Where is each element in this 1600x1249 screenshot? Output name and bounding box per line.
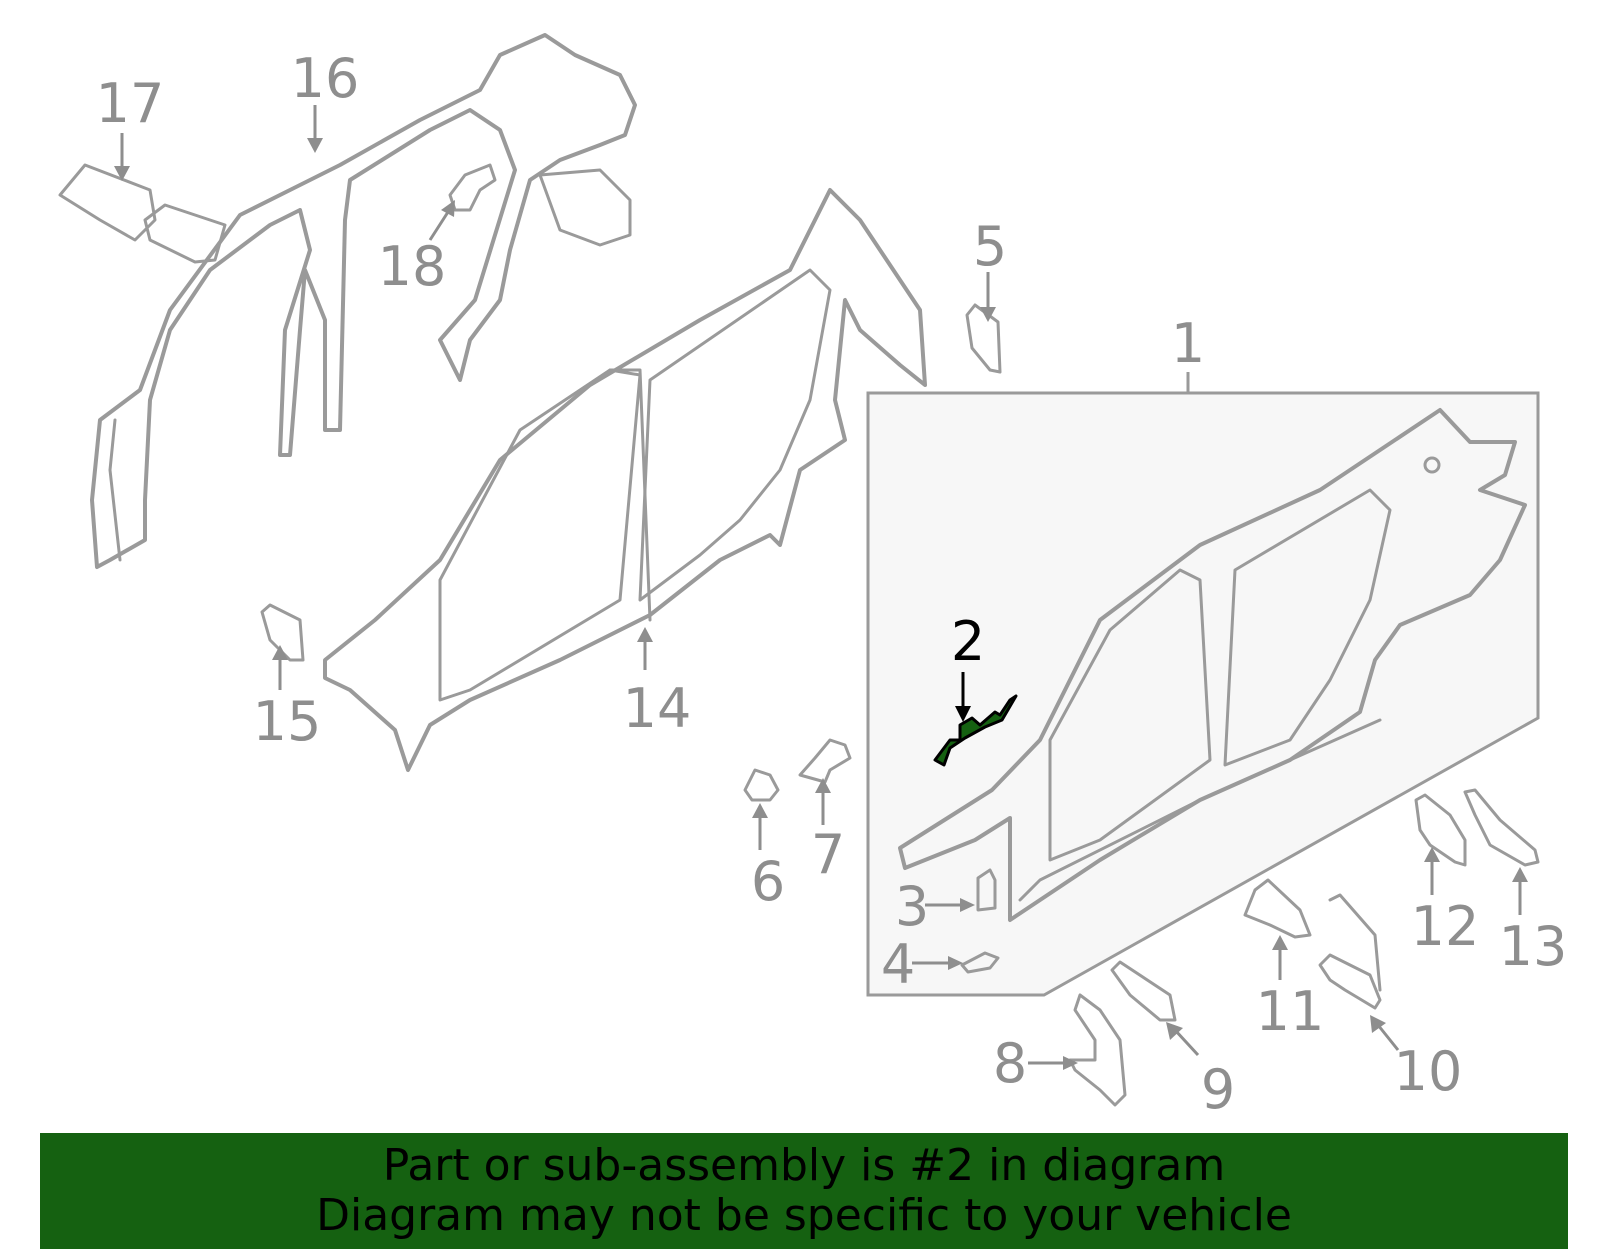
part-13[interactable] [1463, 788, 1540, 867]
part-14-side-panel[interactable] [323, 188, 927, 772]
part-8[interactable] [1068, 993, 1127, 1107]
part-6[interactable] [743, 768, 780, 802]
part-9[interactable] [1110, 960, 1177, 1022]
callout-9: 9 [1201, 1058, 1235, 1121]
part-5[interactable] [965, 303, 1002, 374]
callout-2: 2 [951, 610, 985, 673]
part-2-highlighted[interactable] [933, 694, 1018, 767]
callout-5: 5 [973, 215, 1007, 278]
part-15[interactable] [260, 603, 305, 662]
part-16-roof-rail[interactable] [90, 33, 637, 569]
callout-4: 4 [881, 933, 915, 996]
part-3[interactable] [976, 868, 997, 912]
part-17[interactable] [58, 163, 227, 264]
callout-14: 14 [623, 677, 692, 740]
callout-15: 15 [253, 690, 322, 753]
callout-12: 12 [1411, 895, 1480, 958]
banner-line-1: Part or sub-assembly is #2 in diagram [382, 1140, 1226, 1191]
callout-10: 10 [1394, 1040, 1463, 1103]
callout-11: 11 [1256, 980, 1325, 1043]
part-7[interactable] [798, 738, 852, 784]
part-11[interactable] [1243, 878, 1312, 939]
assembly-box [866, 391, 1540, 997]
callout-16: 16 [291, 47, 360, 110]
part-4[interactable] [960, 951, 1000, 974]
callout-6: 6 [751, 850, 785, 913]
callout-8: 8 [993, 1032, 1027, 1095]
callout-17: 17 [96, 72, 165, 135]
part-1-side-panel[interactable] [898, 408, 1527, 922]
banner-line-2: Diagram may not be specific to your vehi… [316, 1190, 1292, 1241]
notice-banner: Part or sub-assembly is #2 in diagram Di… [40, 1133, 1568, 1249]
callout-arrows [114, 105, 1528, 1070]
part-12[interactable] [1414, 793, 1467, 867]
callout-13: 13 [1499, 915, 1568, 978]
callout-18: 18 [378, 235, 447, 298]
callout-1: 1 [1171, 312, 1205, 375]
part-18[interactable] [448, 163, 497, 212]
callout-7: 7 [811, 823, 845, 886]
callout-3: 3 [895, 875, 929, 938]
part-10[interactable] [1318, 893, 1382, 1010]
